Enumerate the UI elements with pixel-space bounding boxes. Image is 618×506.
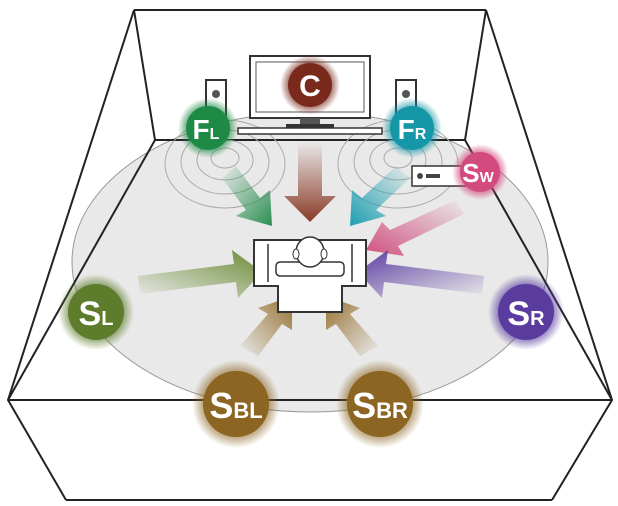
speaker-sub-front-left: L [210,126,220,143]
speaker-sub-surround-back-right: BR [376,398,408,423]
svg-text:SW: SW [462,158,494,188]
arrow-center [284,142,336,222]
speaker-label-surround-right: S [507,295,530,333]
arrow-subwoofer [366,200,464,256]
svg-text:SR: SR [507,295,545,333]
arrow-surround-left [138,250,262,298]
arrow-surround-right [358,250,484,298]
speaker-label-surround-left: S [79,295,102,333]
speaker-badge-front-left: FL [178,98,238,158]
svg-text:SBR: SBR [352,385,408,426]
speaker-label-surround-back-right: S [352,385,376,426]
speaker-sub-surround-right: R [530,308,545,330]
arrow-front-right [350,166,410,226]
listener-chair-icon [253,236,367,313]
speaker-badge-surround-right: SR [488,274,564,350]
speaker-badge-surround-back-right: SBR [336,360,424,448]
svg-text:SL: SL [79,295,114,333]
speaker-sub-surround-back-left: BL [233,398,262,423]
arrow-front-left [222,166,272,226]
speaker-label-front-left: F [193,114,210,145]
speaker-badge-surround-back-left: SBL [192,360,280,448]
speaker-label-center: C [299,70,321,103]
speaker-sub-surround-left: L [101,308,113,330]
speaker-badge-front-right: FR [382,98,442,158]
speaker-badge-center: C [280,55,340,115]
svg-text:FL: FL [193,114,220,145]
svg-text:C: C [299,70,321,103]
speaker-label-subwoofer: S [462,158,479,188]
speaker-badge-subwoofer: SW [452,144,508,200]
speaker-badge-surround-left: SL [58,274,134,350]
speaker-sub-front-right: R [415,126,427,143]
speaker-label-front-right: F [398,114,415,145]
speaker-sub-subwoofer: W [480,169,495,186]
svg-text:FR: FR [398,114,427,145]
svg-text:SBL: SBL [209,385,262,426]
speaker-label-surround-back-left: S [209,385,233,426]
